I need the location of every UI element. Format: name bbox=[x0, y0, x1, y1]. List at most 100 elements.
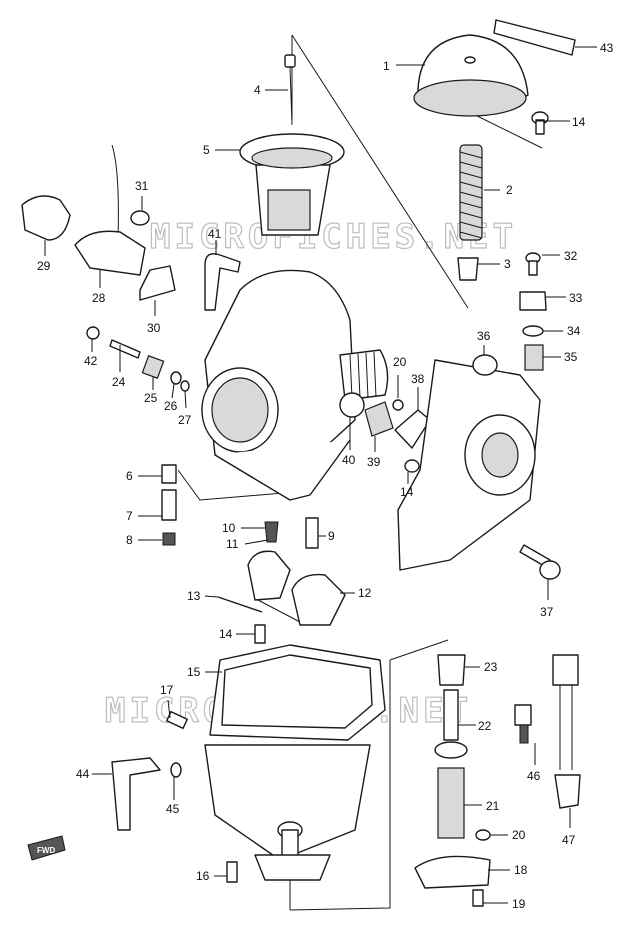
callout-15: 15 bbox=[187, 665, 201, 679]
bracket-30 bbox=[139, 265, 176, 301]
callout-17: 17 bbox=[160, 683, 174, 697]
spring-25 bbox=[141, 355, 165, 379]
callout-5: 5 bbox=[203, 143, 210, 157]
screw-32 bbox=[525, 252, 541, 276]
callout-4: 4 bbox=[254, 83, 261, 97]
callout-33: 33 bbox=[569, 291, 583, 305]
screw-37 bbox=[519, 544, 561, 580]
callout-42: 42 bbox=[84, 354, 98, 368]
svg-text:FWD: FWD bbox=[37, 846, 55, 855]
callout-23: 23 bbox=[484, 660, 498, 674]
callout-11: 11 bbox=[226, 537, 239, 551]
callout-22: 22 bbox=[478, 719, 492, 733]
callout-20-low: 20 bbox=[512, 828, 526, 842]
callout-47: 47 bbox=[562, 833, 576, 847]
washer-34 bbox=[522, 325, 544, 337]
jet-6 bbox=[161, 464, 177, 484]
callout-40: 40 bbox=[342, 453, 356, 467]
callout-38: 38 bbox=[411, 372, 425, 386]
callout-24: 24 bbox=[112, 375, 126, 389]
cover-29 bbox=[21, 195, 71, 241]
screw-19 bbox=[472, 889, 484, 907]
valve-cap-23 bbox=[437, 654, 466, 686]
callout-36: 36 bbox=[477, 329, 491, 343]
callout-45: 45 bbox=[166, 802, 180, 816]
drain-hose-44 bbox=[111, 757, 161, 831]
vacuum-spring bbox=[459, 144, 483, 241]
float-pin bbox=[217, 596, 263, 613]
screw-31 bbox=[130, 210, 150, 226]
nut-33 bbox=[519, 291, 547, 311]
jet-needle bbox=[284, 54, 296, 126]
valve-22 bbox=[434, 689, 468, 759]
cable-bracket bbox=[493, 19, 576, 56]
callout-34: 34 bbox=[567, 324, 581, 338]
watermark-top: MICROFICHES.NET bbox=[150, 217, 517, 257]
callout-19: 19 bbox=[512, 897, 526, 911]
plunger-40 bbox=[339, 392, 365, 418]
callout-13: 13 bbox=[187, 589, 201, 603]
spring-21 bbox=[437, 767, 465, 839]
callout-39: 39 bbox=[367, 455, 381, 469]
o-ring-27 bbox=[180, 380, 190, 392]
screw-14-low bbox=[254, 624, 266, 644]
callout-32: 32 bbox=[564, 249, 578, 263]
callout-30: 30 bbox=[147, 321, 161, 335]
assembly-guide-lines bbox=[177, 34, 543, 911]
main-jet-8 bbox=[162, 532, 176, 546]
callout-20-top: 20 bbox=[393, 355, 407, 369]
heater-47 bbox=[552, 654, 581, 809]
drain-screw-16 bbox=[226, 861, 238, 883]
callout-44: 44 bbox=[76, 767, 90, 781]
screw-14-mid bbox=[404, 459, 420, 473]
screw-17 bbox=[166, 710, 188, 730]
callout-26: 26 bbox=[164, 399, 178, 413]
callout-21: 21 bbox=[486, 799, 500, 813]
washer-26 bbox=[170, 371, 182, 385]
cover-28 bbox=[74, 144, 146, 276]
needle-jet-7 bbox=[161, 489, 177, 521]
o-ring-20-low bbox=[475, 829, 491, 841]
callout-37: 37 bbox=[540, 605, 554, 619]
washer-42 bbox=[86, 326, 100, 340]
spring-seat bbox=[457, 257, 479, 281]
carburetor-body bbox=[201, 269, 389, 501]
callout-25: 25 bbox=[144, 391, 158, 405]
pilot-screw bbox=[109, 339, 141, 359]
screw-36 bbox=[472, 354, 498, 376]
float-chamber bbox=[204, 644, 386, 881]
callout-7: 7 bbox=[126, 509, 133, 523]
callout-31: 31 bbox=[135, 179, 149, 193]
callout-10: 10 bbox=[222, 521, 236, 535]
callout-6: 6 bbox=[126, 469, 133, 483]
vacuum-piston bbox=[239, 133, 345, 236]
carburetor-top-cover bbox=[413, 34, 529, 117]
float-valve-10 bbox=[264, 521, 279, 543]
callout-16: 16 bbox=[196, 869, 210, 883]
callout-35: 35 bbox=[564, 350, 578, 364]
o-ring-20-top bbox=[392, 399, 404, 411]
callout-8: 8 bbox=[126, 533, 133, 547]
callout-46: 46 bbox=[527, 769, 541, 783]
cover-18 bbox=[414, 855, 491, 889]
clip-45 bbox=[170, 762, 182, 778]
callout-14-top: 14 bbox=[572, 115, 586, 129]
pilot-jet-9 bbox=[305, 517, 319, 549]
callout-28: 28 bbox=[92, 291, 106, 305]
callout-43: 43 bbox=[600, 41, 614, 55]
callout-41: 41 bbox=[208, 227, 222, 241]
callout-12: 12 bbox=[358, 586, 372, 600]
callout-14-mid: 14 bbox=[400, 485, 414, 499]
callout-3: 3 bbox=[504, 257, 511, 271]
throttle-bracket bbox=[397, 359, 541, 571]
callout-2: 2 bbox=[506, 183, 513, 197]
callout-27: 27 bbox=[178, 413, 192, 427]
callout-9: 9 bbox=[328, 529, 335, 543]
sensor-46 bbox=[514, 704, 532, 744]
screw-14-top bbox=[531, 111, 549, 135]
float-12 bbox=[247, 550, 346, 626]
spring-39 bbox=[364, 401, 394, 437]
forward-arrow-icon: FWD bbox=[27, 835, 66, 861]
